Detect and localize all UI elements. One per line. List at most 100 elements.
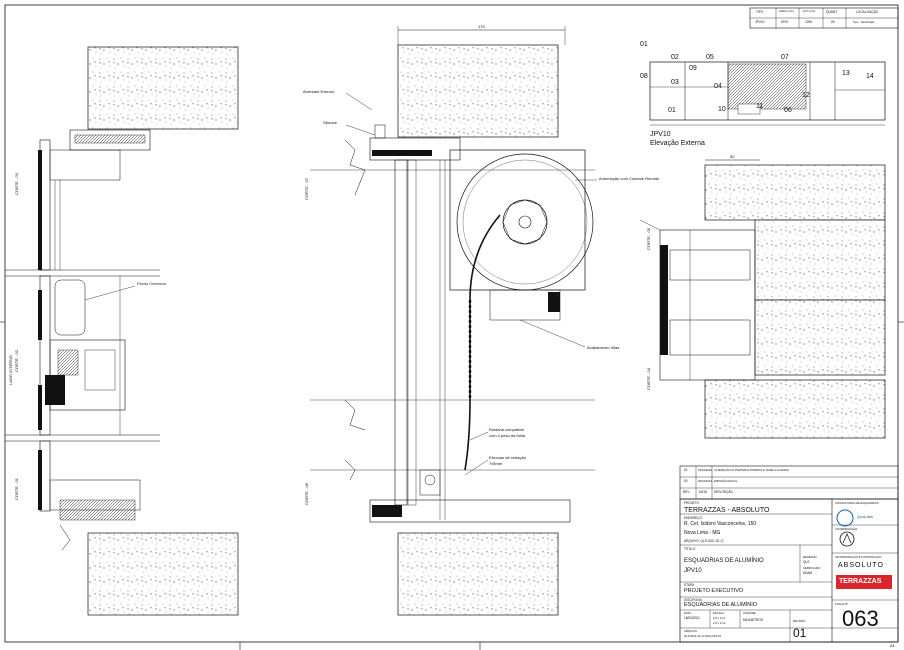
center-vertical-section: 170 [303, 24, 660, 616]
file-code-label: ARQUIVO: QLS.0101.20-17 [684, 539, 724, 543]
row-tipo: JPV10 [755, 20, 765, 24]
absoluto-logo-text: ABSOLUTO [838, 562, 884, 569]
svg-text:08: 08 [640, 73, 648, 80]
svg-text:05: 05 [706, 54, 714, 61]
endereco-label: ENDEREÇO [684, 516, 703, 520]
roldana-line1: Roldana compativel [489, 427, 524, 432]
acabamento-label: Acabamento Vitas [587, 345, 619, 350]
right-vertical-section: 50 CORTE - 05 CORTE - 04 [639, 154, 886, 439]
left-vertical-section: CORTE - 03 CORTE - 02 CORTE - 01 LADO IN… [5, 46, 239, 616]
data-label: DATA [684, 611, 692, 615]
roldana-line2: com o peso da folha [489, 433, 526, 438]
scale-1: 2,5 x 1:10 [713, 616, 726, 620]
row-alt: 1250 [805, 20, 813, 24]
stage-value: PROJETO EXECUTIVO [684, 588, 744, 594]
svg-text:11: 11 [756, 103, 763, 110]
elevation-title: JPV10 [650, 131, 671, 138]
svg-text:12: 12 [802, 92, 810, 99]
unidade-label: UNIDADE [743, 611, 756, 615]
svg-text:06: 06 [784, 107, 792, 114]
svg-text:04: 04 [714, 83, 722, 90]
arquivo-label: ARQUIVO [684, 629, 697, 633]
elevation-subtitle: Elevação Externa [650, 140, 705, 147]
header-alt: ALT (mm) [803, 9, 816, 13]
svg-text:10: 10 [718, 106, 726, 113]
verificado-value: ADAM [803, 571, 813, 575]
unit-value: MILÍMETROS [743, 618, 763, 622]
fecho-cremona-label: Fecho Cremona [137, 281, 166, 286]
row-quant: 26 [831, 20, 835, 24]
coordenacao-logo [839, 531, 855, 547]
concrete-slab-bottom-center [397, 532, 559, 616]
corte-02-label: CORTE - 02 [14, 349, 19, 372]
escovas-line2: 7x5mm [489, 461, 503, 466]
row-larg: 5070 [781, 20, 789, 24]
header-table [749, 7, 899, 29]
corte-01-label: CORTE - 01 [14, 477, 19, 500]
terrazzas-logo-text: TERRAZZAS [839, 578, 882, 585]
verificado-label: VERIFICADO [803, 566, 821, 570]
dimension-170: 170 [478, 24, 485, 29]
rev-0-date: 09/04/2021 [698, 479, 712, 483]
file-value: QLS.0101.20-17-ESQ-063-01 [684, 634, 722, 638]
disciplina-label: DISCIPLINA [684, 598, 702, 602]
svg-text:07: 07 [781, 54, 789, 61]
discipline-value: ESQUADRIAS DE ALUMÍNIO [684, 602, 758, 608]
rev-header-date: DATA [699, 490, 708, 494]
elevation-external: 01 02 03 04 05 06 07 08 09 10 11 12 13 1… [640, 41, 886, 147]
concrete-slab-top-center [397, 44, 559, 138]
project-name: TERRAZZAS - ABSOLUTO [684, 507, 770, 514]
svg-text:02: 02 [671, 54, 679, 61]
title-line1: ESQUADRIAS DE ALUMÍNIO [684, 558, 764, 564]
rev-header-rev: REV [683, 490, 690, 494]
title-line2: JPV10 [684, 568, 702, 574]
rev-1-desc: ALTERAÇÃO IN PERSIANA INTERNA E JANELA G… [714, 468, 789, 472]
concrete-slab-bottom-left [87, 532, 239, 616]
folha-label: FOLHA Nº [835, 602, 848, 606]
qualitas-logo [836, 509, 854, 527]
date-value: 18/04/2021 [684, 616, 700, 620]
scale-2: 2,5 x 1:10 [713, 621, 726, 625]
sheet-border [4, 4, 899, 643]
titulo-label: TÍTULO [684, 547, 696, 551]
svg-text:09: 09 [689, 65, 697, 72]
automacao-label: Automação com Controle Remoto [599, 176, 660, 181]
escovas-line1: Escovas de vedação [489, 455, 527, 460]
sheet-size: A1 [890, 643, 895, 648]
terrazzas-logo [836, 575, 892, 589]
sheet-number: 063 [842, 606, 879, 631]
projeto-label: PROJETO [684, 501, 699, 505]
address-line1: R. Cel. Isidoro Vasconcelos, 150 [684, 521, 757, 527]
corte-04-label: CORTE - 04 [646, 367, 651, 390]
coordenacao-label: COORDENAÇÃO [835, 527, 858, 531]
dimension-50: 50 [730, 154, 735, 159]
qualitas-text: QuaLitas [857, 514, 874, 519]
header-tipo: TIPO [756, 10, 764, 14]
corte-05-label: CORTE - 05 [646, 227, 651, 250]
svg-text:14: 14 [866, 73, 874, 80]
incorporacao-label: INCORPORAÇÃO E CONSTRUÇÃO [835, 555, 882, 559]
svg-text:01: 01 [640, 41, 648, 48]
revisao-label: REVISÃO [793, 619, 806, 623]
arremate-externo-label: Arremate Externo [303, 89, 335, 94]
roller-circle [456, 153, 594, 291]
header-quant: QUANT [826, 10, 838, 14]
address-line2: Nova Lima - MG [684, 530, 721, 536]
roller-box [449, 149, 586, 291]
svg-text:13: 13 [842, 70, 850, 77]
concrete-slab-top-left [87, 46, 239, 130]
rev-0-desc: EMISSÃO INICIAL [714, 479, 738, 483]
rev-1-number: 01 [684, 468, 688, 472]
etapa-label: ETAPA [684, 583, 694, 587]
lado-interno-label: LADO INTERNO [8, 355, 13, 385]
corte-03-label: CORTE - 03 [14, 172, 19, 195]
svg-text:01: 01 [668, 107, 676, 114]
desenho-label: DESENHO [803, 555, 817, 559]
revision-value: 01 [793, 626, 807, 640]
desenho-value: QLS [803, 560, 810, 564]
consultoria-label: CONSULTORIA DE ESQUADRIAS [835, 501, 879, 505]
silicone-label: Silicone [323, 120, 338, 125]
escala-label: ESCALA [713, 611, 725, 615]
header-larg: LARG (mm) [779, 9, 794, 13]
